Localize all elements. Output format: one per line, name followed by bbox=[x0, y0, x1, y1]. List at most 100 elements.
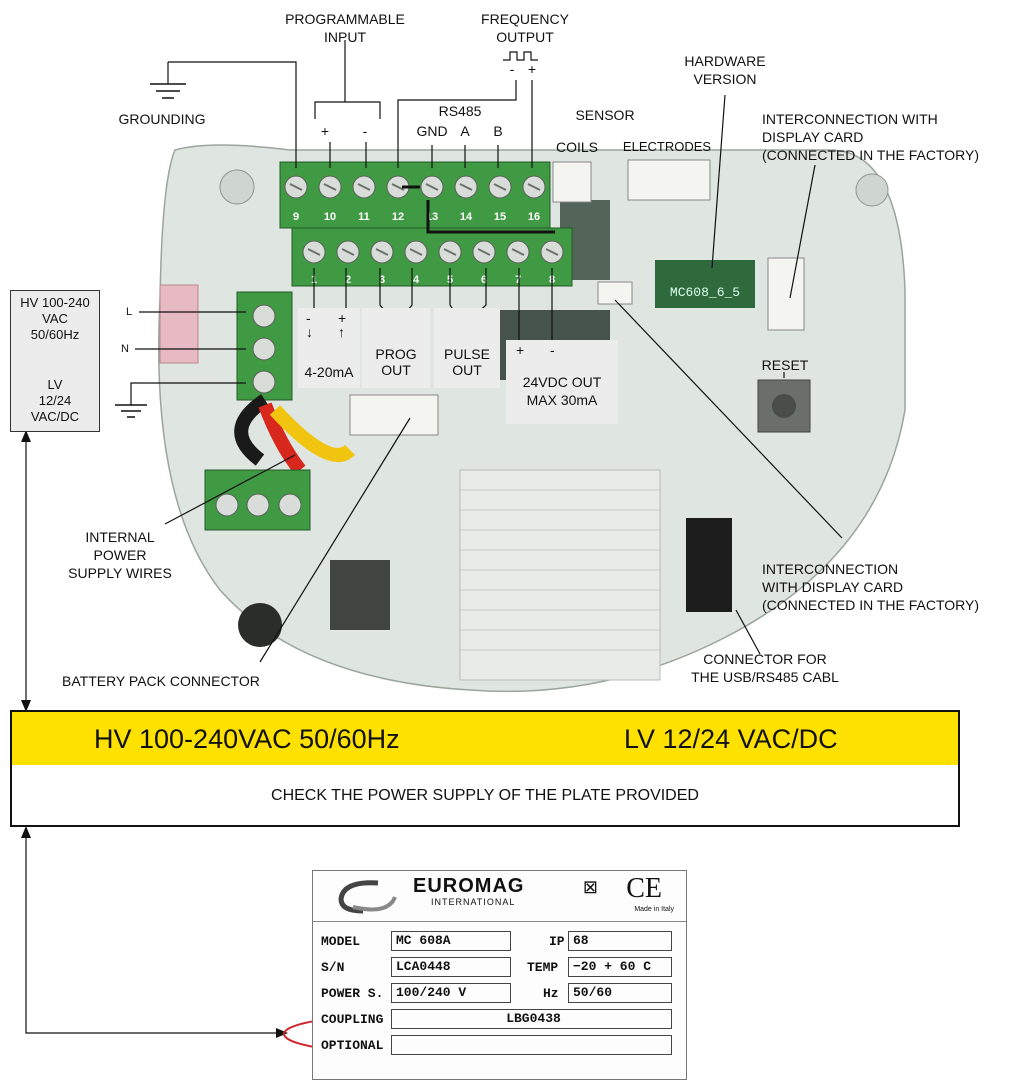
display-connector-small bbox=[597, 281, 633, 305]
terminal-strip-top bbox=[279, 161, 551, 229]
inductor bbox=[238, 603, 282, 647]
coupling-label: COUPLING bbox=[321, 1012, 384, 1027]
capacitor bbox=[855, 173, 889, 207]
brand-sub: INTERNATIONAL bbox=[431, 897, 516, 907]
power-supply-box: HV 100-240 VAC 50/60Hz LV 12/24 VAC/DC bbox=[10, 290, 100, 432]
model-value: MC 608A bbox=[391, 931, 511, 951]
capacitor bbox=[219, 169, 255, 205]
vdc-line-1: 24VDC OUT bbox=[522, 374, 602, 390]
terminal-number: 4 bbox=[413, 274, 420, 286]
rating-plate: EUROMAG INTERNATIONAL ⊠ CE Made in Italy… bbox=[312, 870, 687, 1080]
ip-label: IP bbox=[549, 934, 565, 949]
wire-red bbox=[258, 402, 306, 475]
terminal-screw bbox=[246, 493, 270, 517]
lv-line-2: 12/24 bbox=[38, 393, 72, 408]
lv-line-3: VAC/DC bbox=[30, 409, 80, 424]
prog-minus: - bbox=[362, 123, 368, 139]
terminal-number: 7 bbox=[515, 274, 521, 286]
terminal-screw bbox=[252, 337, 276, 361]
terminal-number: 3 bbox=[379, 274, 385, 286]
freq-plus: + bbox=[527, 61, 537, 77]
ce-mark: CE bbox=[626, 873, 662, 904]
terminal-screw bbox=[252, 304, 276, 328]
reset-label: RESET bbox=[761, 357, 809, 373]
terminal-number: 14 bbox=[460, 211, 473, 223]
ma-plus: + bbox=[338, 310, 347, 326]
hw-version-plate bbox=[655, 260, 755, 308]
coils-label: COILS bbox=[555, 139, 598, 155]
n-label: N bbox=[121, 343, 129, 355]
down-arrow-icon: ↓ bbox=[306, 324, 313, 340]
hv-line-3: 50/60Hz bbox=[30, 327, 80, 342]
hw-chip-text: MC608_6_5 bbox=[669, 285, 741, 300]
vdc-plus: + bbox=[516, 342, 525, 358]
b-label: B bbox=[493, 123, 503, 139]
electrodes-connector bbox=[627, 159, 711, 201]
coupling-value: LBG0438 bbox=[391, 1009, 672, 1029]
power-label: POWER S. bbox=[321, 986, 384, 1001]
terminal-number: 11 bbox=[358, 211, 370, 223]
check-power-text: CHECK THE POWER SUPPLY OF THE PLATE PROV… bbox=[10, 765, 960, 827]
ribbon-cable bbox=[459, 469, 661, 681]
optional-label: OPTIONAL bbox=[321, 1038, 384, 1053]
ma-minus: - bbox=[306, 310, 311, 326]
freq-minus: - bbox=[509, 61, 515, 77]
temp-value: −20 + 60 C bbox=[568, 957, 672, 977]
gnd-label: GND bbox=[416, 123, 448, 139]
vdc-out-box: + - 24VDC OUT MAX 30mA bbox=[506, 340, 618, 424]
arrowheads bbox=[21, 430, 288, 1038]
square-wave-icon bbox=[503, 51, 538, 61]
optional-value bbox=[391, 1035, 672, 1055]
power-banner: HV 100-240VAC 50/60Hz LV 12/24 VAC/DC bbox=[10, 710, 960, 767]
power-value: 100/240 V bbox=[391, 983, 511, 1003]
vdc-minus: - bbox=[550, 342, 555, 358]
made-in-label: Made in Italy bbox=[634, 906, 674, 913]
terminal-screw bbox=[252, 370, 276, 394]
hv-line-2: VAC bbox=[42, 311, 68, 326]
a-label: A bbox=[460, 123, 470, 139]
terminal-screw bbox=[215, 493, 239, 517]
smd-chip bbox=[330, 560, 390, 630]
terminal-number: 15 bbox=[494, 211, 506, 223]
up-arrow-icon: ↑ bbox=[338, 324, 345, 340]
display-connector-top bbox=[767, 257, 805, 331]
l-label: L bbox=[125, 306, 133, 318]
prog-plus: + bbox=[320, 123, 330, 139]
ma-box: - ↓ + ↑ 4-20mA bbox=[298, 308, 360, 388]
banner-lv: LV 12/24 VAC/DC bbox=[624, 724, 838, 754]
terminal-number: 2 bbox=[345, 274, 351, 286]
battery-connector bbox=[349, 394, 439, 436]
coils-connector bbox=[552, 161, 592, 203]
terminal-strip-bottom bbox=[291, 227, 573, 287]
grounding-label: GROUNDING bbox=[118, 111, 206, 127]
wire-black bbox=[234, 394, 270, 466]
sn-label: S/N bbox=[321, 960, 345, 975]
lv-line-1: LV bbox=[47, 377, 63, 392]
model-label: MODEL bbox=[321, 934, 361, 949]
hz-label: Hz bbox=[543, 986, 559, 1001]
banner-hv: HV 100-240VAC 50/60Hz bbox=[94, 724, 400, 754]
weee-bin-icon: ⊠ bbox=[582, 877, 598, 897]
battery-pack-label: BATTERY PACK CONNECTOR bbox=[62, 673, 260, 689]
terminal-number: 9 bbox=[293, 211, 299, 223]
rs485-label: RS485 bbox=[438, 103, 482, 119]
electrodes-label: ELECTRODES bbox=[622, 139, 712, 154]
wire-yellow bbox=[269, 405, 355, 462]
euromag-logo-icon bbox=[338, 880, 397, 914]
ip-value: 68 bbox=[568, 931, 672, 951]
terminal-number: 12 bbox=[392, 211, 404, 223]
terminal-number: 16 bbox=[528, 211, 540, 223]
temp-label: TEMP bbox=[527, 960, 559, 975]
usb-rs485-connector bbox=[686, 518, 732, 612]
sensor-label: SENSOR bbox=[575, 107, 635, 123]
ground-symbols bbox=[115, 83, 186, 418]
